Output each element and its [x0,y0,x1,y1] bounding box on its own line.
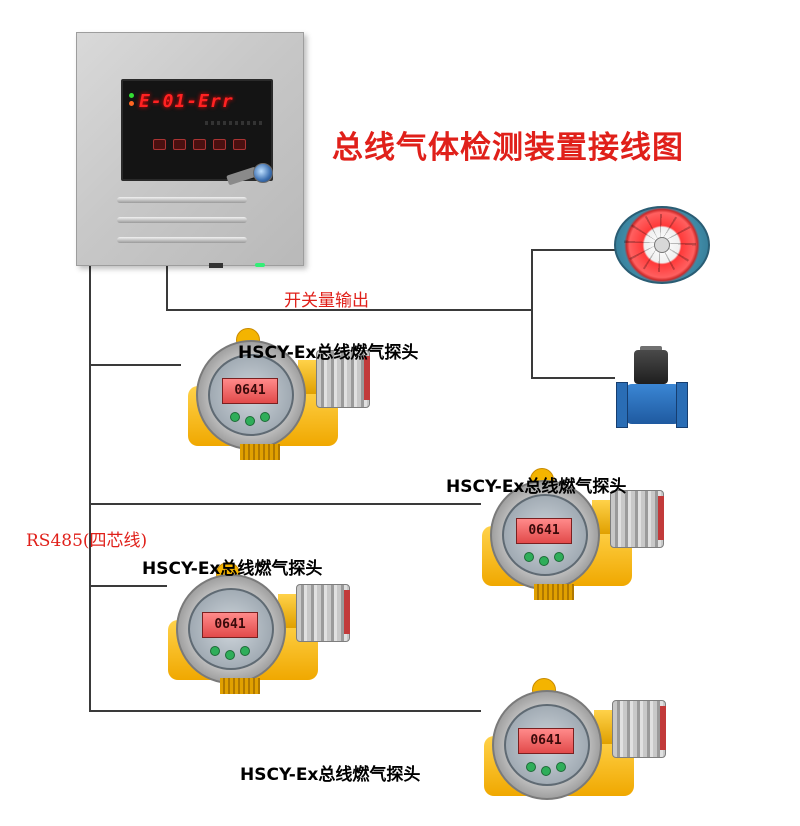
detector-cable-entry [240,444,280,460]
gas-detector-4: 0641 [474,676,666,826]
controller-cabinet: E-01-Err [76,32,304,268]
axial-fan-icon [614,206,710,284]
status-led-red [129,101,134,106]
detector-button[interactable] [541,766,551,776]
detector-sensor-cap [364,356,370,400]
rs485-label: RS485(四芯线) [26,531,148,551]
detector-button[interactable] [554,552,564,562]
detector-button[interactable] [240,646,250,656]
bus-trunk-line [89,264,91,712]
detector-button[interactable] [245,416,255,426]
valve-coil [634,350,668,384]
controller-panel: E-01-Err [121,79,273,181]
vent-slot-2 [117,217,247,223]
bus-branch-2 [89,503,481,505]
detector-label-1: HSCY-Ex总线燃气探头 [238,343,419,363]
detector-button[interactable] [556,762,566,772]
valve-body [624,384,682,424]
detector-lcd: 0641 [222,378,278,404]
key-2[interactable] [173,139,186,150]
detector-lcd: 0641 [516,518,572,544]
valve-feed-line [531,377,615,379]
valve-flange-right [676,382,688,428]
switch-output-drop [166,264,168,310]
power-led [255,263,265,267]
detector-cable-entry [534,584,574,600]
detector-sensor [610,490,664,548]
switch-output-riser [531,249,533,379]
lock-icon [253,163,273,183]
channel-indicators [205,121,265,125]
valve-flange-left [616,382,628,428]
detector-button[interactable] [225,650,235,660]
cable-gland [209,263,223,268]
detector-button[interactable] [230,412,240,422]
detector-sensor [612,700,666,758]
key-1[interactable] [153,139,166,150]
key-3[interactable] [193,139,206,150]
detector-label-4: HSCY-Ex总线燃气探头 [240,765,421,785]
detector-cable-entry [220,678,260,694]
detector-sensor [296,584,350,642]
gas-detector-1: 0641 [178,326,370,476]
gas-detector-2: 0641 [472,466,664,616]
bus-branch-4 [89,710,481,712]
detector-label-2: HSCY-Ex总线燃气探头 [446,477,627,497]
detector-button[interactable] [260,412,270,422]
fan-hub [654,237,670,253]
detector-label-3: HSCY-Ex总线燃气探头 [142,559,323,579]
detector-lcd: 0641 [518,728,574,754]
detector-sensor-cap [344,590,350,634]
detector-lcd: 0641 [202,612,258,638]
status-led-green [129,93,134,98]
controller-display: E-01-Err [139,91,234,112]
controller-keypad [153,135,253,154]
bus-branch-1 [89,364,181,366]
key-5[interactable] [233,139,246,150]
vent-slot-3 [117,237,247,243]
vent-slot-1 [117,197,247,203]
detector-sensor-cap [660,706,666,750]
diagram-title: 总线气体检测装置接线图 [332,130,684,166]
fan-feed-line [531,249,615,251]
gas-detector-3: 0641 [158,560,350,710]
switch-output-label: 开关量输出 [284,291,369,311]
detector-sensor-cap [658,496,664,540]
detector-button[interactable] [539,556,549,566]
bus-branch-3 [89,585,167,587]
key-4[interactable] [213,139,226,150]
detector-sensor [316,350,370,408]
detector-button[interactable] [526,762,536,772]
detector-button[interactable] [210,646,220,656]
detector-button[interactable] [524,552,534,562]
switch-output-line [166,309,532,311]
